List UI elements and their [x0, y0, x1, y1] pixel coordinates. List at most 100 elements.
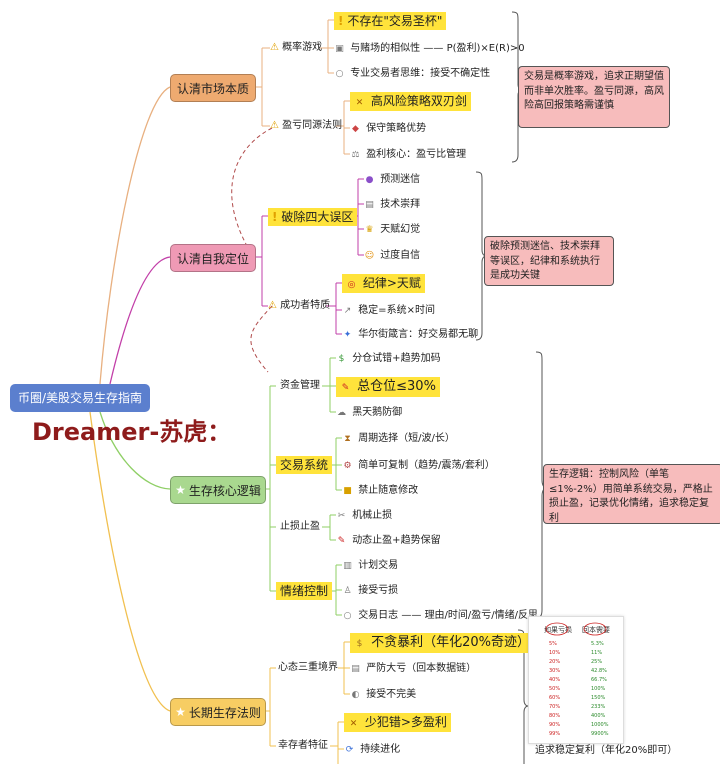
system-cycle[interactable]: ⧗ 周期选择（短/波/长）: [342, 433, 455, 445]
topic-capital-management[interactable]: 资金管理: [280, 380, 320, 391]
loss-recovery-table: 如果亏损 回本需要 5%5.3% 10%11% 20%25% 30%42.8% …: [528, 616, 624, 744]
formula-text: P(盈利)×E(R)>0: [446, 43, 525, 54]
mindset-no-greed[interactable]: $ 不贪暴利（年化20%奇迹）: [350, 633, 535, 653]
table-row: 30%42.8%: [549, 668, 607, 674]
table-row: 10%11%: [549, 650, 603, 656]
topic-label: 盈亏同源法则: [282, 120, 343, 131]
topic-stop-loss[interactable]: 止损止盈: [280, 521, 320, 532]
topic-label: 与赌场的相似性: [350, 43, 421, 54]
topic-label: 华尔街箴言：好交易都无聊: [358, 329, 479, 340]
emotion-journal[interactable]: ○ 交易日志 —— 理由/时间/盈亏/情绪/反思: [342, 610, 538, 622]
myth-prediction[interactable]: ● 预测迷信: [364, 174, 421, 186]
myth-technical-worship[interactable]: ▤ 技术崇拜: [364, 199, 420, 211]
topic-no-holy-grail[interactable]: ! 不存在"交易圣杯": [334, 12, 447, 31]
warning-icon: ⚠: [270, 120, 279, 131]
stop-dynamic[interactable]: ✎ 动态止盈+趋势保留: [336, 535, 441, 547]
mindset-prevent-loss[interactable]: ▤ 严防大亏（回本数据链）: [350, 663, 476, 675]
topic-label: 破除四大误区: [281, 210, 354, 224]
summary-note-self[interactable]: 破除预测迷信、技术崇拜等误区，纪律和系统执行是成功关键: [484, 236, 614, 286]
dash-connector: ——: [423, 43, 447, 54]
topic-label: 交易日志: [358, 610, 399, 621]
system-no-changes[interactable]: ■ 禁止随意修改: [342, 485, 418, 497]
summary-note-long[interactable]: 追求稳定复利（年化20%即可）: [535, 745, 678, 756]
branch-market-essence[interactable]: 认清市场本质: [170, 74, 256, 102]
clipboard-icon: ▥: [343, 561, 352, 571]
survivor-evolve[interactable]: ⟳ 持续进化: [344, 744, 400, 756]
capital-position-limit[interactable]: ✎ 总仓位≤30%: [336, 377, 440, 397]
topic-four-myths[interactable]: ! 破除四大误区: [268, 208, 358, 227]
topic-label: 机械止损: [352, 510, 393, 521]
dice-icon: ▣: [335, 44, 344, 54]
topic-success-traits[interactable]: ⚠ 成功者特质: [268, 300, 330, 312]
shield-icon: ◆: [352, 124, 359, 134]
branch-self-positioning[interactable]: 认清自我定位: [170, 244, 256, 272]
topic-label: 周期选择（短/波/长）: [358, 433, 455, 444]
topic-label: 预测迷信: [380, 174, 421, 185]
table-row: 40%66.7%: [549, 677, 607, 683]
myth-overconfidence[interactable]: ☺ 过度自信: [364, 250, 420, 262]
author-signature: Dreamer-苏虎：: [32, 418, 232, 446]
topic-label: 概率游戏: [282, 42, 323, 53]
topic-mindset-levels[interactable]: 心态三重境界: [278, 662, 338, 673]
capital-black-swan[interactable]: ☁ 黑天鹅防御: [336, 407, 402, 419]
topic-casino-similarity[interactable]: ▣ 与赌场的相似性 —— P(盈利)×E(R)>0: [334, 43, 525, 55]
trait-stability[interactable]: ↗ 稳定=系统×时间: [342, 305, 435, 317]
crown-icon: ♛: [365, 225, 374, 235]
topic-survivor-traits[interactable]: 幸存者特征: [278, 740, 328, 751]
topic-profit-loss-law[interactable]: ⚠ 盈亏同源法则: [270, 120, 342, 132]
topic-trading-system[interactable]: 交易系统: [276, 456, 333, 475]
journal-detail: 理由/时间/盈亏/情绪/反思: [424, 610, 539, 621]
chart-down-icon: ▤: [351, 664, 360, 674]
dash-connector: ——: [401, 610, 425, 621]
emotion-plan[interactable]: ▥ 计划交易: [342, 560, 398, 572]
root-topic[interactable]: 币圈/美股交易生存指南: [10, 384, 150, 412]
topic-ratio-management[interactable]: ⚖ 盈利核心：盈亏比管理: [350, 149, 466, 161]
trait-wall-street[interactable]: ✦ 华尔街箴言：好交易都无聊: [342, 329, 478, 341]
money-icon: $: [338, 354, 345, 364]
topic-label: 不存在"交易圣杯": [347, 14, 443, 28]
branch-label: 生存核心逻辑: [188, 483, 261, 498]
capital-split-entries[interactable]: $ 分仓试错+趋势加码: [336, 353, 441, 365]
table-row: 90%1000%: [549, 722, 609, 728]
table-row: 5%5.3%: [549, 641, 604, 647]
system-simple[interactable]: ⚙ 简单可复制（趋势/震荡/套利）: [342, 460, 494, 472]
topic-label: 天赋幻觉: [380, 224, 421, 235]
warning-icon: ⚠: [268, 300, 277, 311]
survivor-fewer-mistakes[interactable]: ✕ 少犯错>多盈利: [344, 713, 451, 732]
trait-discipline[interactable]: ◎ 纪律>天赋: [342, 274, 425, 293]
target-icon: ◎: [347, 280, 356, 290]
mindset-imperfection[interactable]: ◐ 接受不完美: [350, 689, 417, 701]
branch-long-term[interactable]: ★ 长期生存法则: [170, 698, 266, 726]
money-bag-icon: $: [356, 639, 363, 649]
topic-label: 黑天鹅防御: [352, 407, 403, 418]
topic-label: 高风险策略双刃剑: [370, 94, 467, 108]
topic-label: 保守策略优势: [366, 123, 427, 134]
topic-label: 技术崇拜: [380, 199, 421, 210]
summary-note-market[interactable]: 交易是概率游戏，追求正期望值而非单次胜率。盈亏同源，高风险高回报策略需谨慎: [518, 66, 670, 128]
star-icon: ★: [175, 483, 186, 497]
summary-note-core[interactable]: 生存逻辑：控制风险（单笔≤1%-2%）用简单系统交易，严格止损止盈，记录优化情绪…: [543, 464, 720, 524]
myth-talent-illusion[interactable]: ♛ 天赋幻觉: [364, 224, 420, 236]
exclamation-icon: !: [272, 210, 278, 224]
face-icon: ☺: [364, 251, 375, 261]
topic-label: 动态止盈+趋势保留: [352, 535, 441, 546]
table-row: 50%100%: [549, 686, 606, 692]
topic-probability-game[interactable]: ⚠ 概率游戏: [270, 42, 322, 54]
topic-pro-mindset[interactable]: ○ 专业交易者思维：接受不确定性: [334, 68, 491, 80]
table-row: 99%9900%: [549, 731, 609, 737]
table-row: 20%25%: [549, 659, 603, 665]
topic-conservative-advantage[interactable]: ◆ 保守策略优势: [350, 123, 426, 135]
magnifier-icon: ○: [335, 69, 344, 79]
circle-markers: [545, 622, 607, 636]
topic-label: 分仓试错+趋势加码: [352, 353, 441, 364]
topic-label: 持续进化: [360, 744, 401, 755]
topic-label: 接受不完美: [366, 689, 417, 700]
pin-icon: ✎: [337, 536, 346, 546]
branch-survival-core[interactable]: ★ 生存核心逻辑: [170, 476, 266, 504]
stop-mechanical[interactable]: ✂ 机械止损: [336, 510, 392, 522]
person-icon: ♙: [343, 586, 352, 596]
topic-high-risk-sword[interactable]: ✕ 高风险策略双刃剑: [350, 92, 471, 111]
hourglass-icon: ⧗: [344, 434, 351, 444]
emotion-accept-loss[interactable]: ♙ 接受亏损: [342, 585, 398, 597]
topic-emotion-control[interactable]: 情绪控制: [276, 582, 333, 601]
